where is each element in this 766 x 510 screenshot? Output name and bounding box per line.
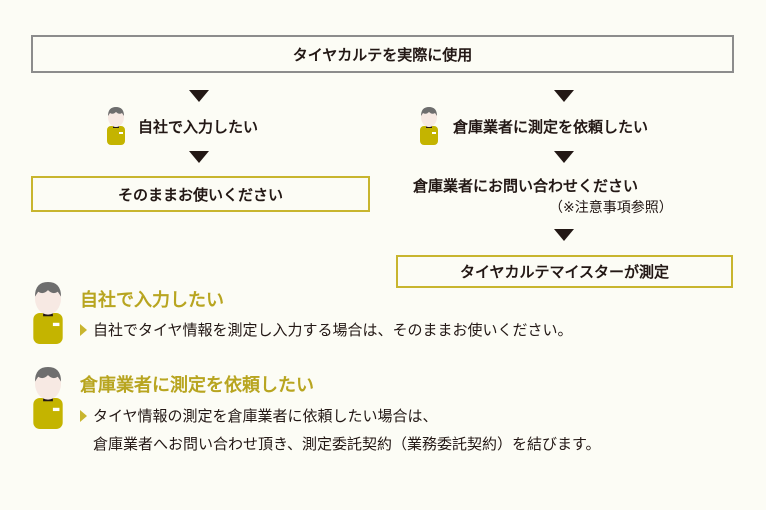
- section-text: タイヤ情報の測定を倉庫業者に依頼したい場合は、 倉庫業者へお問い合わせ頂き、測定…: [80, 402, 600, 458]
- arrow-down-icon: [554, 151, 574, 163]
- top-box: タイヤカルテを実際に使用: [31, 35, 734, 73]
- right-result-box: タイヤカルテマイスターが測定: [396, 255, 733, 288]
- right-step-label: 倉庫業者に測定を依頼したい: [453, 118, 649, 136]
- top-box-label: タイヤカルテを実際に使用: [292, 45, 473, 64]
- section-text: 自社でタイヤ情報を測定し入力する場合は、そのままお使いください。: [80, 316, 573, 344]
- left-step-label: 自社で入力したい: [138, 118, 259, 136]
- person-icon: [30, 367, 66, 429]
- triangle-right-icon: [80, 409, 87, 422]
- right-contact-note: （※注意事項参照）: [549, 200, 673, 216]
- section-line: タイヤ情報の測定を倉庫業者に依頼したい場合は、: [93, 407, 438, 425]
- arrow-down-icon: [554, 229, 574, 241]
- section-line: 自社でタイヤ情報を測定し入力する場合は、そのままお使いください。: [93, 321, 573, 339]
- section-title: 倉庫業者に測定を依頼したい: [80, 375, 314, 396]
- person-icon: [30, 282, 66, 344]
- triangle-right-icon: [80, 323, 87, 336]
- arrow-down-icon: [554, 90, 574, 102]
- arrow-down-icon: [189, 151, 209, 163]
- left-result-label: そのままお使いください: [117, 185, 283, 204]
- person-icon: [105, 107, 127, 145]
- person-icon: [418, 107, 440, 145]
- right-contact-label: 倉庫業者にお問い合わせください: [413, 177, 639, 195]
- right-result-label: タイヤカルテマイスターが測定: [459, 263, 670, 281]
- arrow-down-icon: [189, 90, 209, 102]
- section-title: 自社で入力したい: [80, 290, 224, 311]
- left-result-box: そのままお使いください: [31, 176, 370, 212]
- section-line: 倉庫業者へお問い合わせ頂き、測定委託契約（業務委託契約）を結びます。: [93, 435, 601, 453]
